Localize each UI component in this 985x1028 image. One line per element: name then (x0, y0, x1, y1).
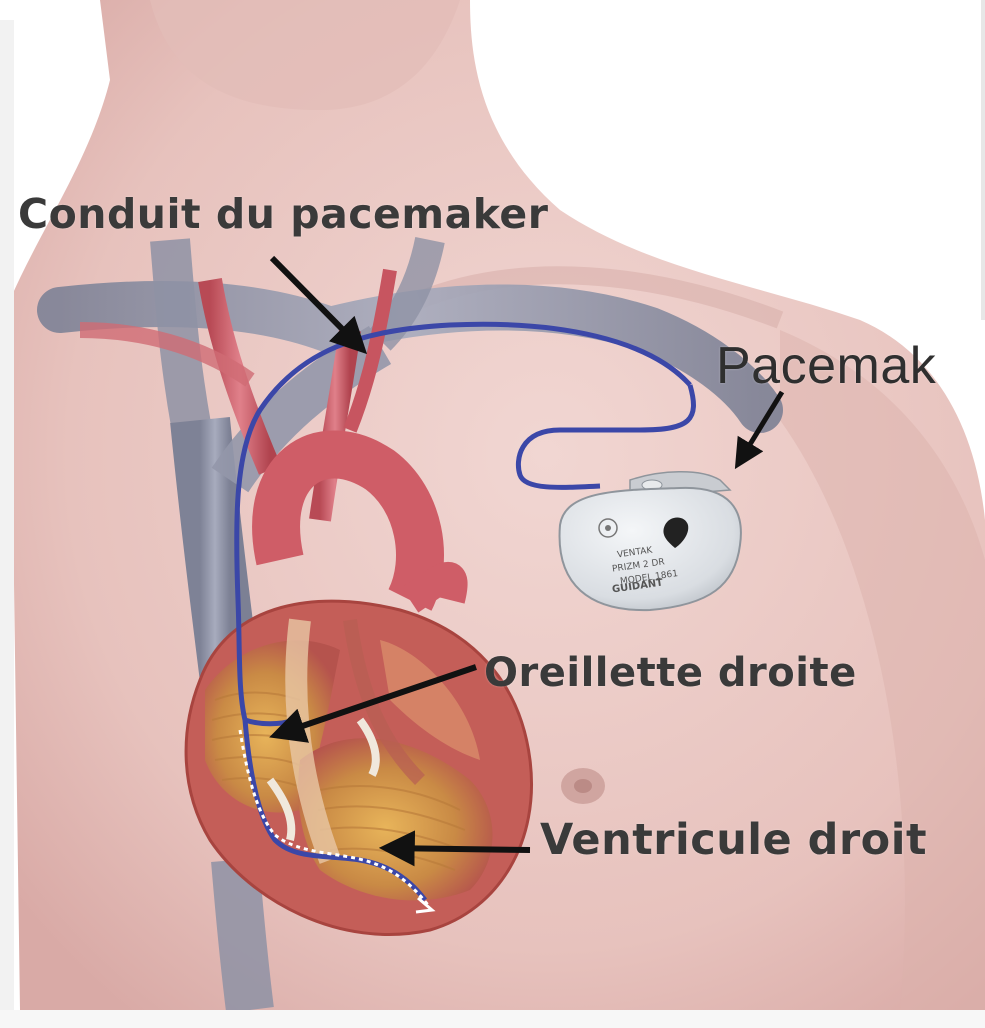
label-conduit: Conduit du pacemaker (18, 190, 548, 238)
label-oreillette-droite: Oreillette droite (484, 650, 857, 696)
label-pacemaker: Pacemak (716, 336, 936, 396)
scrollbar-edge (981, 0, 985, 320)
label-ventricule-droit: Ventricule droit (540, 815, 927, 865)
